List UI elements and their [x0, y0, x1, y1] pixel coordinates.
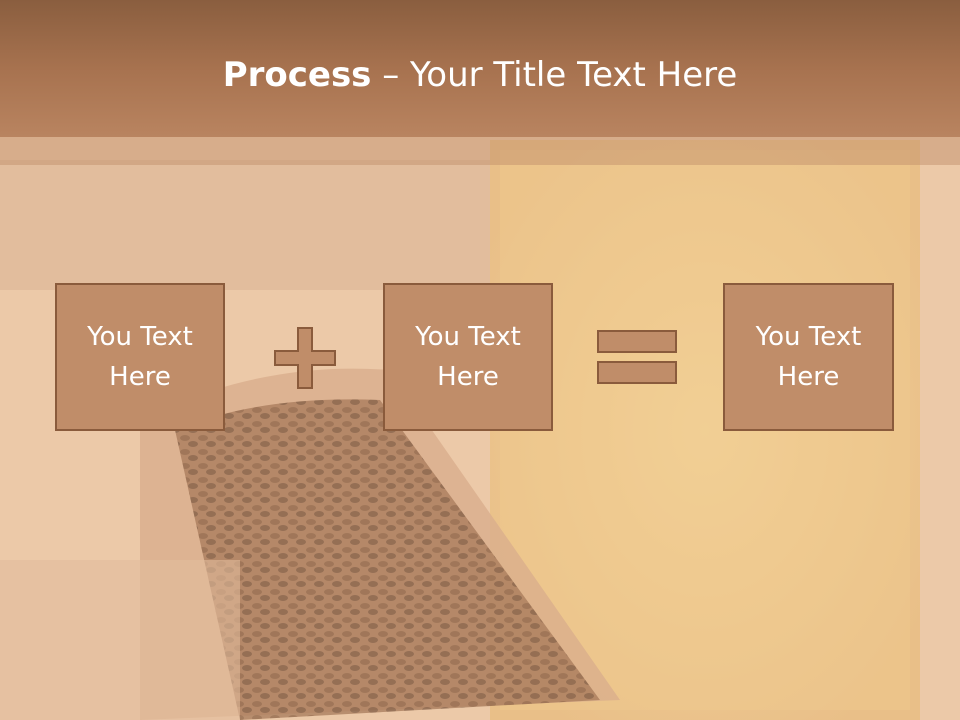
plus-icon: [274, 327, 336, 389]
process-box-3: You Text Here: [723, 283, 894, 431]
equals-icon: [597, 330, 677, 384]
process-box-1: You Text Here: [55, 283, 225, 431]
process-box-3-text: You Text Here: [755, 322, 862, 392]
process-box-2-text: You Text Here: [415, 322, 521, 392]
slide-title: Process – Your Title Text Here: [0, 50, 960, 100]
title-rest: – Your Title Text Here: [371, 55, 738, 95]
title-strip: [0, 137, 960, 165]
title-bold: Process: [222, 55, 372, 95]
title-bar: [0, 0, 960, 137]
process-box-2: You Text Here: [383, 283, 553, 431]
process-box-1-text: You Text Here: [87, 322, 193, 392]
